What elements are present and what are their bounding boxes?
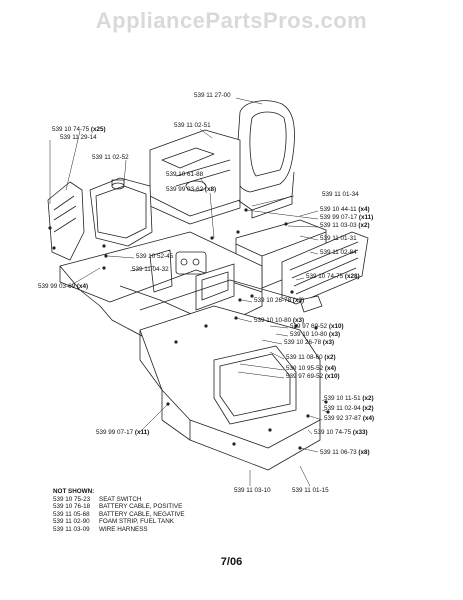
part-label-tank-screw: 539 99 03-69 (x4): [38, 283, 89, 290]
part-label-console: 539 11 02-51: [174, 122, 211, 129]
watermark-text: AppliancePartsPros.com: [95, 8, 368, 33]
part-label-tank-cap: 539 11 02-52: [92, 154, 129, 161]
part-label-washer-x10b: 539 97 69-52 (x10): [286, 373, 340, 380]
part-label-bolt-x3b: 539 10 26-78 (x3): [284, 339, 335, 346]
part-label-seat: 539 11 27-00: [194, 92, 231, 99]
part-label-washer-x11b: 539 99 07-17 (x11): [96, 429, 150, 436]
part-label-bolt-x33: 539 10 74-75 (x33): [314, 429, 368, 436]
part-label-bolt-x3a: 539 10 26-78 (x3): [254, 297, 305, 304]
part-label-screw-x3b: 539 10 10-80 (x3): [290, 331, 341, 338]
part-label-washer-x10: 539 97 69-52 (x10): [290, 323, 344, 330]
part-label-fender-main: 539 11 01-15: [292, 487, 329, 494]
date-code: 7/06: [220, 556, 243, 568]
part-label-fender-right: 539 11 01-31: [320, 235, 357, 242]
part-label-washer-x11: 539 99 07-17 (x11): [320, 214, 374, 221]
fuel-tank-part: [47, 177, 153, 261]
part-label-screw-x8: 539 99 03-62 (x8): [166, 186, 217, 193]
part-label-rear-bracket: 539 11 03-10: [234, 487, 271, 494]
part-label-grommet: 539 10 52-45: [136, 253, 174, 260]
part-label-screw-x3a: 539 10 10-80 (x3): [254, 317, 305, 324]
part-label-strip-x2: 539 11 08-60 (x2): [286, 354, 336, 361]
part-label-seat-hinge: 539 11 01-34: [322, 191, 359, 198]
part-label-clip-x2: 539 11 03-03 (x2): [320, 222, 370, 229]
part-label-pad-x2: 539 11 02-94 (x2): [324, 405, 374, 412]
not-shown-title: NOT SHOWN:: [53, 488, 95, 495]
part-label-nut-x2: 539 10 11-51 (x2): [324, 395, 374, 402]
leader-lines: [49, 97, 329, 487]
part-label-tank-bracket: 539 11 29-14: [60, 134, 97, 141]
rear-fender-part: [139, 305, 321, 471]
part-label-nut-x4: 539 10 44-11 (x4): [320, 206, 370, 213]
part-label-panel: 539 11 04-32: [132, 266, 169, 273]
part-label-seat-pan: 539 10 61-88: [166, 171, 204, 178]
part-label-bolt-top: 539 10 74-75 (x25): [52, 126, 106, 133]
part-label-bolt-x28: 539 10 74-75 (x28): [306, 273, 360, 280]
seat-part: [231, 100, 295, 219]
part-label-screw-x4: 539 92 37-87 (x4): [324, 415, 375, 422]
part-label-clip-x8: 539 11 06-73 (x8): [320, 449, 370, 456]
part-label-bolt-x4: 539 10 95-52 (x4): [286, 365, 337, 372]
part-label-footrest: 539 11 02-84: [320, 249, 357, 256]
